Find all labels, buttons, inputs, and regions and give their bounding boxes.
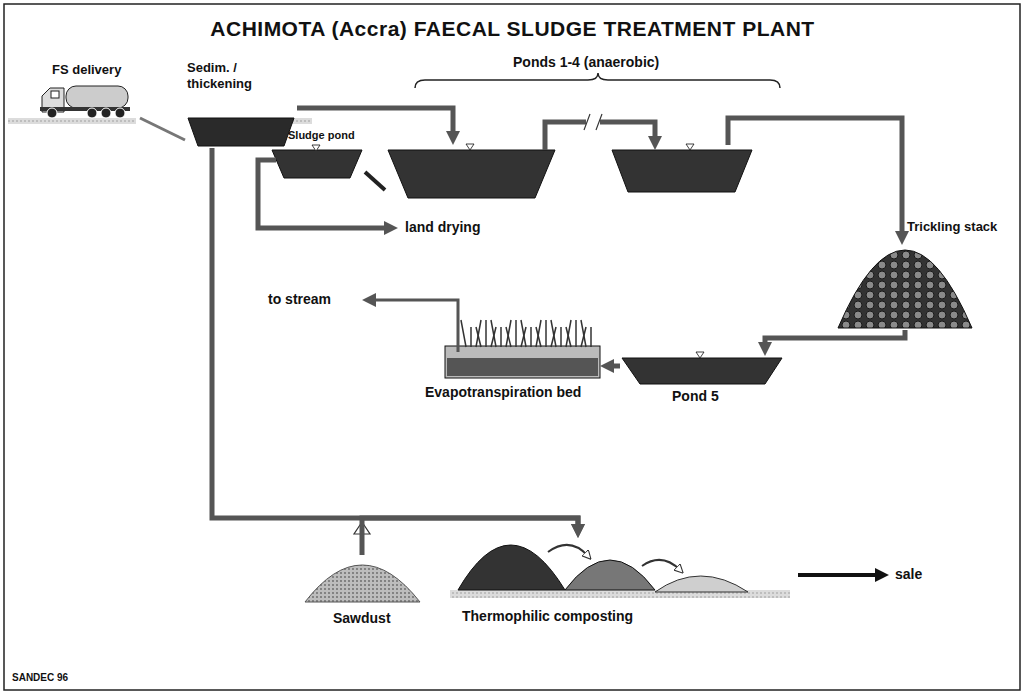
illustration-part	[798, 573, 880, 577]
illustration-part	[548, 545, 588, 556]
plant-blade	[461, 320, 466, 347]
composting-node: Thermophilic composting	[450, 538, 790, 628]
illustration-part	[445, 346, 600, 378]
illustration-part	[686, 144, 694, 150]
land-drying-arrow	[258, 160, 389, 228]
illustration-part	[188, 118, 294, 146]
plant-blade	[575, 320, 577, 347]
illustration-part	[642, 560, 680, 570]
sludge-pond-node: Sludge pond	[270, 129, 365, 183]
illustration-part	[586, 114, 600, 130]
illustration-part	[292, 118, 312, 124]
plant-blade	[485, 320, 487, 347]
plant-blade	[515, 320, 517, 347]
plant-blade	[521, 320, 526, 347]
plant-blade	[491, 320, 496, 347]
illustration-part	[258, 160, 389, 228]
flow-label: land drying	[405, 219, 480, 236]
node-label: FS delivery	[52, 62, 121, 78]
node-label: Evapotranspiration bed	[425, 384, 581, 401]
anaerobic-ponds	[388, 73, 780, 198]
sludge-pond	[272, 145, 362, 178]
illustration-part	[584, 114, 590, 130]
illustration-part	[51, 91, 59, 98]
illustration-part	[415, 73, 780, 88]
node-label: Sludge pond	[288, 129, 355, 142]
plants	[461, 320, 591, 347]
plant-blade	[551, 320, 556, 347]
node-label: Sawdust	[333, 610, 391, 627]
pond-node: Pond 5	[620, 356, 785, 407]
pond-group: Ponds 1-4 (anaerobic)	[385, 145, 760, 203]
credit-note: SANDEC 96	[12, 672, 68, 684]
flow-label: to stream	[268, 291, 331, 308]
illustration-part	[565, 560, 655, 590]
trickling-stack-node: Trickling stack	[835, 245, 975, 330]
plant-blade	[536, 320, 541, 347]
frame	[4, 4, 1020, 690]
node-label: Thermophilic composting	[462, 608, 633, 625]
flow-connector	[609, 364, 620, 369]
illustration-part	[655, 576, 748, 592]
plant-blade	[506, 327, 511, 347]
plant-blade	[536, 327, 541, 347]
plant-blade	[476, 327, 481, 347]
node-label: Pond 5	[672, 388, 719, 405]
illustration-part	[47, 108, 57, 118]
plant-blade	[500, 327, 502, 347]
flow-connector	[365, 172, 385, 190]
evapotranspiration-bed	[371, 300, 600, 378]
node-label: Ponds 1-4 (anaerobic)	[513, 54, 659, 71]
flow-connector	[765, 330, 905, 347]
truck	[8, 86, 136, 124]
plant-blade	[590, 327, 592, 347]
node-label: Sedim. / thickening	[187, 60, 287, 91]
illustration-part	[8, 118, 136, 124]
truck-node: FS delivery	[30, 62, 140, 120]
plant-blade	[470, 327, 472, 347]
illustration-part	[612, 150, 752, 192]
illustration-part	[101, 108, 111, 118]
plant-blade	[545, 320, 547, 347]
illustration-part	[87, 108, 97, 118]
flow-connector	[362, 518, 578, 555]
plant-blade	[506, 320, 511, 347]
pond-5	[622, 352, 782, 384]
illustration-part	[115, 108, 125, 118]
illustration-part	[312, 145, 320, 151]
tank-node: Sedim. / thickening	[185, 58, 297, 148]
trickling-stack	[838, 250, 972, 328]
illustration-part	[596, 114, 602, 130]
illustration-part	[388, 150, 555, 198]
flow-connector	[140, 118, 185, 140]
sawdust-node: Sawdust	[300, 555, 425, 630]
compost-heaps	[450, 545, 880, 598]
node-label: Trickling stack	[907, 219, 997, 235]
diagram-title: ACHIMOTA (Accra) FAECAL SLUDGE TREATMENT…	[0, 16, 1025, 41]
plant-blade	[566, 320, 571, 347]
illustration-part	[66, 86, 128, 108]
illustration-part	[371, 300, 458, 352]
plant-blade	[476, 320, 481, 347]
illustration-part	[447, 358, 598, 376]
illustration-part	[838, 250, 972, 328]
illustration-part	[466, 144, 474, 150]
illustration-part	[622, 358, 782, 384]
plant-blade	[581, 320, 586, 347]
flow-label: sale	[895, 566, 922, 583]
plant-blade	[560, 327, 562, 347]
illustration-part	[305, 565, 420, 602]
illustration-part	[696, 352, 704, 358]
plant-blade	[530, 327, 532, 347]
flow-connector	[728, 118, 902, 236]
bed-node: Evapotranspiration bed	[425, 322, 600, 404]
plant-blade	[566, 327, 571, 347]
illustration-part	[272, 150, 362, 178]
flow-connector	[212, 148, 578, 529]
